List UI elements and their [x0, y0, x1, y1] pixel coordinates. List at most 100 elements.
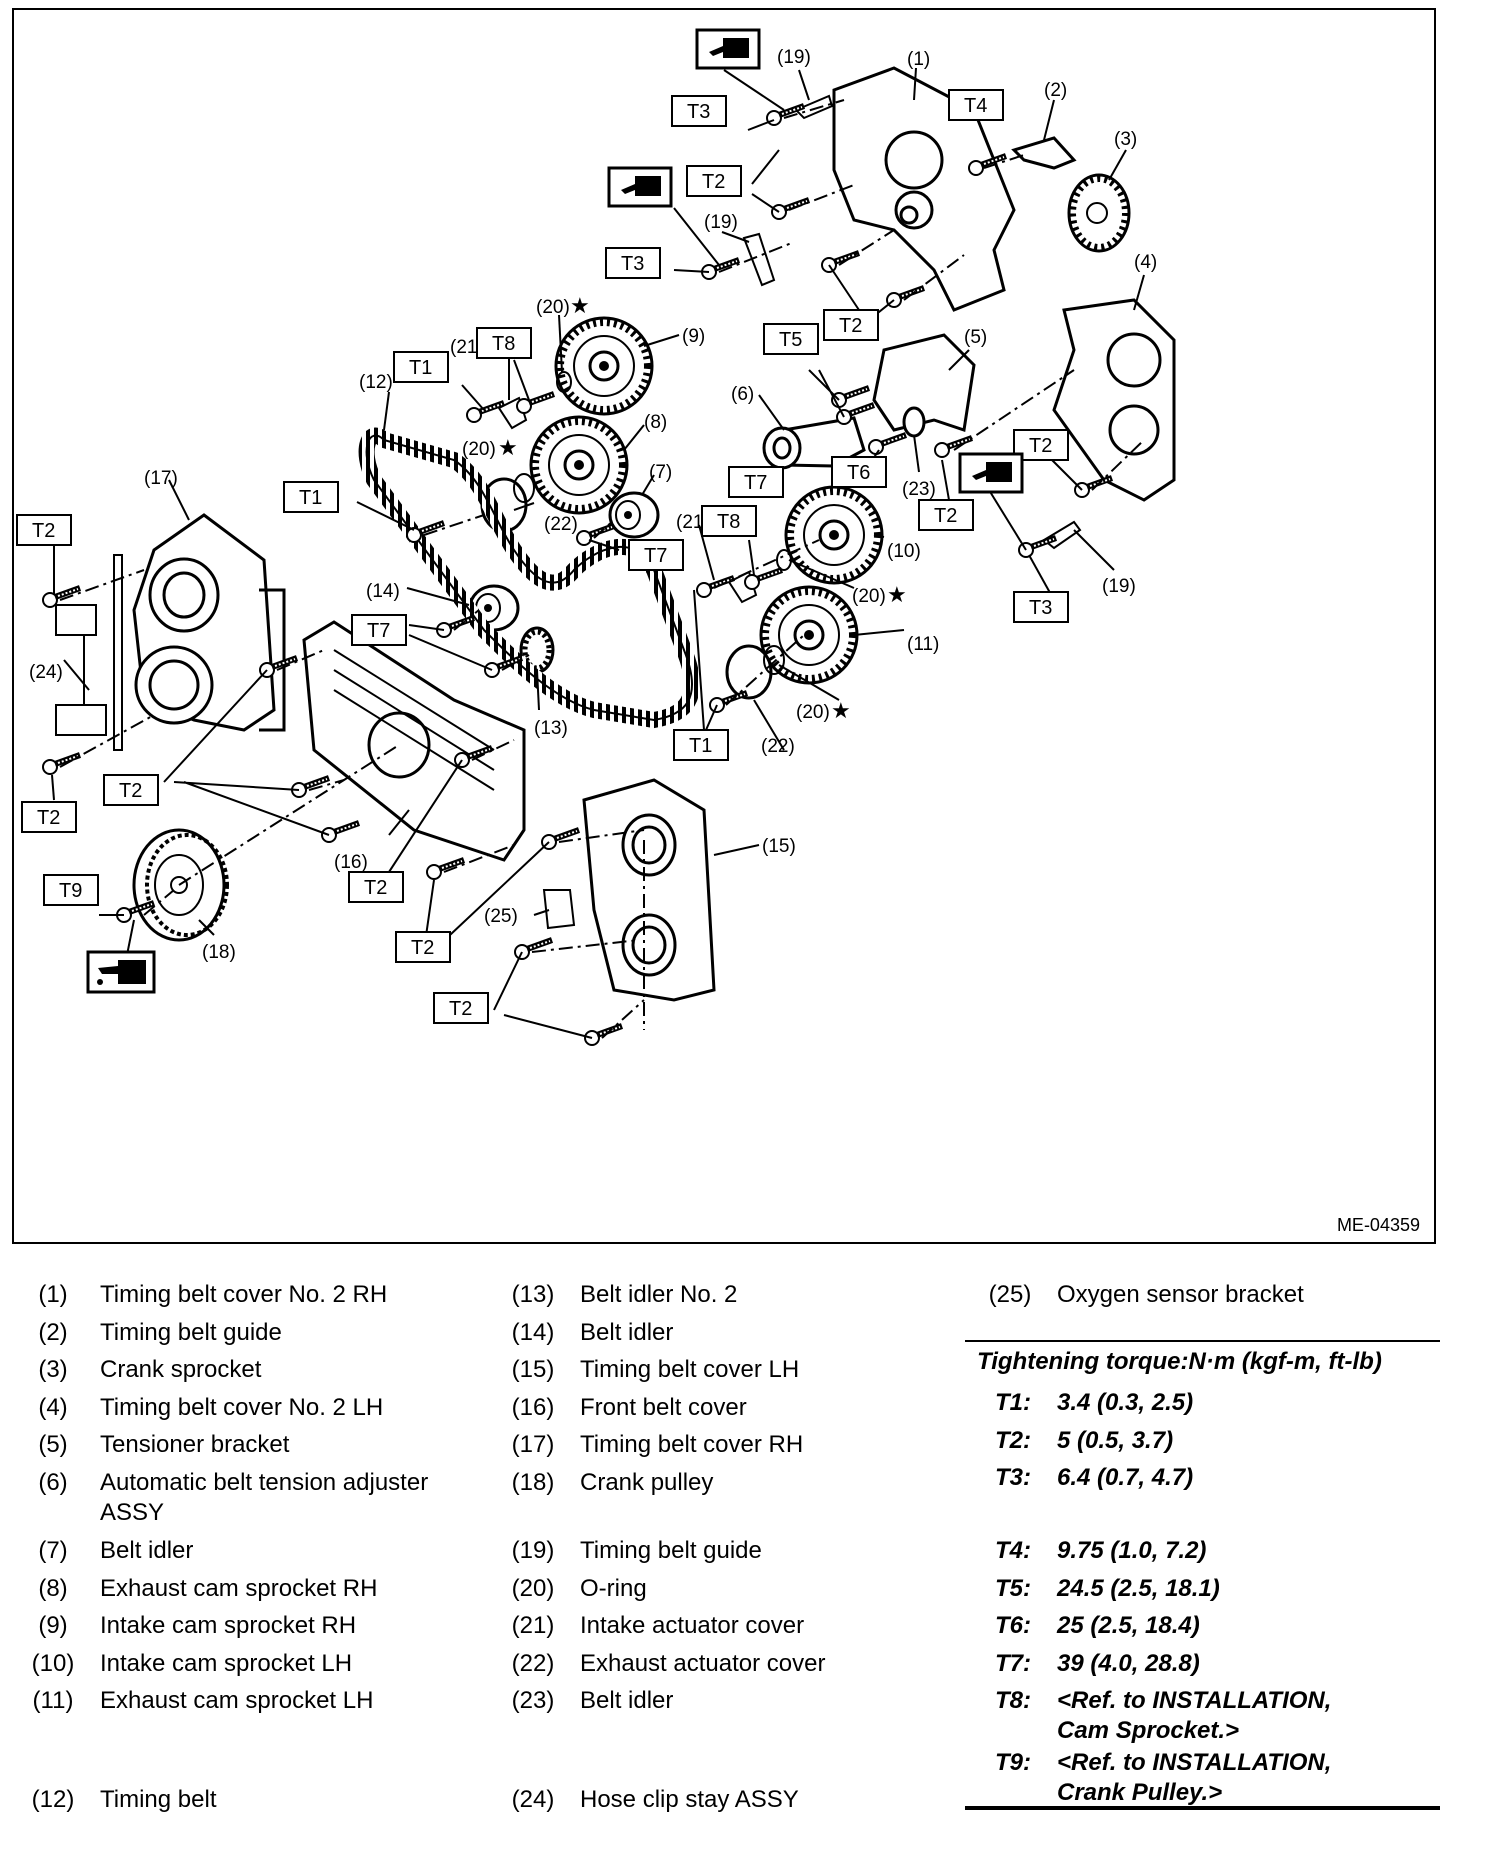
torque-box-t2-upper-right: T2 [823, 309, 879, 341]
timing-belt-exploded-diagram: (1) (2) (3) (4) (5) (6) (7) (8) (9) (10)… [16, 28, 1176, 1242]
callout-12: (12) [359, 372, 393, 393]
torque-box-t1-lower: T1 [673, 729, 729, 761]
callout-9: (9) [682, 326, 705, 347]
svg-text:T9: T9 [59, 880, 82, 902]
figure-id: ME-04359 [1336, 1215, 1420, 1235]
torque-table-title: Tightening torque:N·m (kgf-m, ft-lb) [977, 1348, 1382, 1375]
timing-belt-cover-no2-lh [1052, 298, 1176, 502]
torque-box-t7-idler: T7 [628, 539, 684, 571]
svg-text:T5: T5 [779, 329, 802, 351]
intake-cam-sprocket-lh [786, 487, 882, 583]
intake-cam-sprocket-rh [556, 318, 652, 414]
exhaust-actuator-cover-lh [725, 644, 773, 700]
star-mark-b: ★ [498, 436, 518, 461]
exhaust-cam-sprocket-rh [531, 417, 627, 513]
svg-text:T2: T2 [364, 877, 387, 899]
svg-text:T2: T2 [37, 807, 60, 829]
star-mark-d: ★ [831, 699, 851, 724]
torque-box-t1-belt: T1 [283, 481, 339, 513]
callout-19-top: (19) [777, 47, 811, 68]
torque-box-t7-lower: T7 [351, 614, 407, 646]
svg-text:T7: T7 [367, 620, 390, 642]
leader-lines [51, 67, 1145, 1039]
callout-20-b: (20) [462, 439, 496, 460]
torque-box-t6: T6 [831, 456, 887, 488]
callout-15: (15) [762, 836, 796, 857]
tensioner-bracket [872, 333, 976, 432]
callout-11: (11) [907, 634, 939, 655]
timing-belt-guide-2 [1011, 136, 1077, 170]
torque-box-t5: T5 [763, 323, 819, 355]
callout-25: (25) [484, 906, 518, 927]
svg-text:T3: T3 [687, 101, 710, 123]
svg-text:T3: T3 [1029, 597, 1052, 619]
svg-text:T2: T2 [411, 937, 434, 959]
callout-16: (16) [334, 852, 368, 873]
torque-box-t3-top: T3 [671, 95, 727, 127]
callout-7: (7) [649, 462, 672, 483]
torque-box-t3-mid: T3 [605, 247, 661, 279]
svg-text:T2: T2 [32, 520, 55, 542]
torque-box-t3-right: T3 [1013, 591, 1069, 623]
alignment-lines [59, 99, 1145, 1039]
belt-idler-23 [902, 406, 926, 438]
torque-box-t8-top: T8 [476, 327, 532, 359]
torque-box-t2-bottom: T2 [433, 992, 489, 1024]
oil-icon [86, 950, 156, 994]
exploded-diagram-frame: (1) (2) (3) (4) (5) (6) (7) (8) (9) (10)… [12, 8, 1436, 1244]
crank-sprocket [1067, 173, 1131, 253]
torque-box-t2-top: T2 [686, 165, 742, 197]
torque-box-t2-cover-lh: T2 [1013, 429, 1069, 461]
timing-belt-cover-lh [582, 778, 716, 1002]
torque-box-t2-left-bottom: T2 [21, 801, 77, 833]
svg-text:T2: T2 [449, 998, 472, 1020]
o-ring-2 [513, 473, 535, 503]
hose-clip-stay [55, 554, 123, 751]
svg-text:T2: T2 [702, 171, 725, 193]
svg-text:T8: T8 [492, 333, 515, 355]
callout-20-a: (20) [536, 297, 570, 318]
star-mark-a: ★ [570, 294, 590, 319]
callout-5: (5) [964, 327, 987, 348]
sealant-icon-right [958, 452, 1024, 494]
torque-box-t7-tensioner: T7 [728, 466, 784, 498]
callout-22-b: (22) [761, 736, 795, 757]
timing-belt-cover-no2-rh [832, 66, 1016, 312]
svg-text:T2: T2 [1029, 435, 1052, 457]
belt-idler-no2 [519, 626, 555, 674]
torque-box-t9: T9 [43, 874, 99, 906]
front-belt-cover [302, 620, 526, 862]
torque-box-t4: T4 [948, 89, 1004, 121]
svg-text:T1: T1 [299, 487, 322, 509]
sealant-icon-top [695, 28, 761, 70]
oxygen-sensor-bracket [542, 889, 576, 930]
callout-13: (13) [534, 718, 568, 739]
svg-text:T2: T2 [934, 505, 957, 527]
torque-table-top-rule [965, 1340, 1440, 1342]
svg-text:T2: T2 [839, 315, 862, 337]
belt-idler-7 [608, 491, 660, 539]
torque-box-t1-top: T1 [393, 351, 449, 383]
torque-box-t2-center-low: T2 [395, 931, 451, 963]
callout-1: (1) [907, 49, 930, 70]
callout-14: (14) [366, 581, 400, 602]
callout-10: (10) [887, 541, 921, 562]
svg-text:T8: T8 [717, 511, 740, 533]
svg-text:T7: T7 [644, 545, 667, 567]
timing-belt-guide-19-right [1042, 520, 1082, 550]
callout-22-a: (22) [544, 514, 578, 535]
torque-box-t2-front-cover: T2 [103, 774, 159, 806]
callout-18: (18) [202, 942, 236, 963]
callout-2: (2) [1044, 80, 1067, 101]
svg-text:T4: T4 [964, 95, 987, 117]
o-ring-4 [763, 645, 785, 675]
callout-4: (4) [1134, 252, 1157, 273]
callout-24: (24) [29, 662, 63, 683]
svg-text:T1: T1 [689, 735, 712, 757]
torque-box-t2-center: T2 [348, 871, 404, 903]
svg-text:T3: T3 [621, 253, 644, 275]
callout-6: (6) [731, 384, 754, 405]
callout-19-mid: (19) [704, 212, 738, 233]
timing-belt-cover-rh [132, 513, 286, 732]
svg-text:T2: T2 [119, 780, 142, 802]
